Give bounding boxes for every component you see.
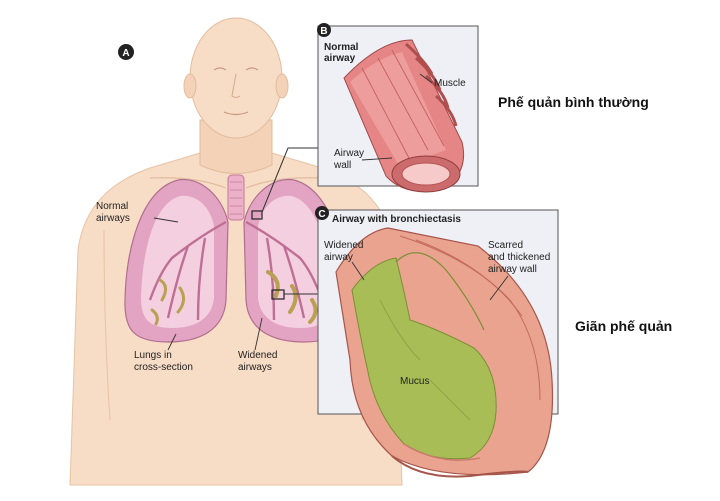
label-airway-wall: Airway wall (333, 148, 367, 171)
label-widened-airways: Widened airways (238, 350, 280, 373)
mucus-region (351, 257, 497, 460)
panel-b-title: Normal airway (324, 42, 361, 64)
panel-a-letter: A (122, 48, 129, 59)
panel-c-title: Airway with bronchiectasis (332, 214, 461, 225)
label-normal-airways: Normal airways (96, 201, 131, 224)
side-label-normal-airway: Phế quản bình thường (498, 94, 649, 110)
panel-b-normal-airway: B Normal airway Muscle Airway wall (317, 23, 479, 193)
panel-b-letter: B (320, 26, 327, 37)
label-lungs-cross-section: Lungs in cross-section (134, 350, 193, 373)
label-mucus: Mucus (400, 376, 429, 387)
left-lung (124, 178, 229, 343)
panel-a-letter-bg (118, 44, 134, 60)
label-muscle: Muscle (434, 78, 466, 89)
panel-c-letter: C (318, 209, 325, 220)
callout-box-normal (251, 210, 263, 220)
ear-right (275, 73, 289, 99)
leader-to-panel-b (261, 147, 318, 213)
side-label-bronchiectasis: Giãn phế quản (575, 318, 673, 334)
panel-c-bronchiectasis: C Airway with bronchiectasis Widened air… (315, 206, 559, 478)
label-scarred-wall: Scarred and thickened airway wall (488, 240, 553, 275)
trachea (227, 174, 245, 221)
head (189, 17, 283, 139)
label-widened-airway: Widened airway (324, 240, 366, 263)
ear-left (183, 73, 197, 99)
